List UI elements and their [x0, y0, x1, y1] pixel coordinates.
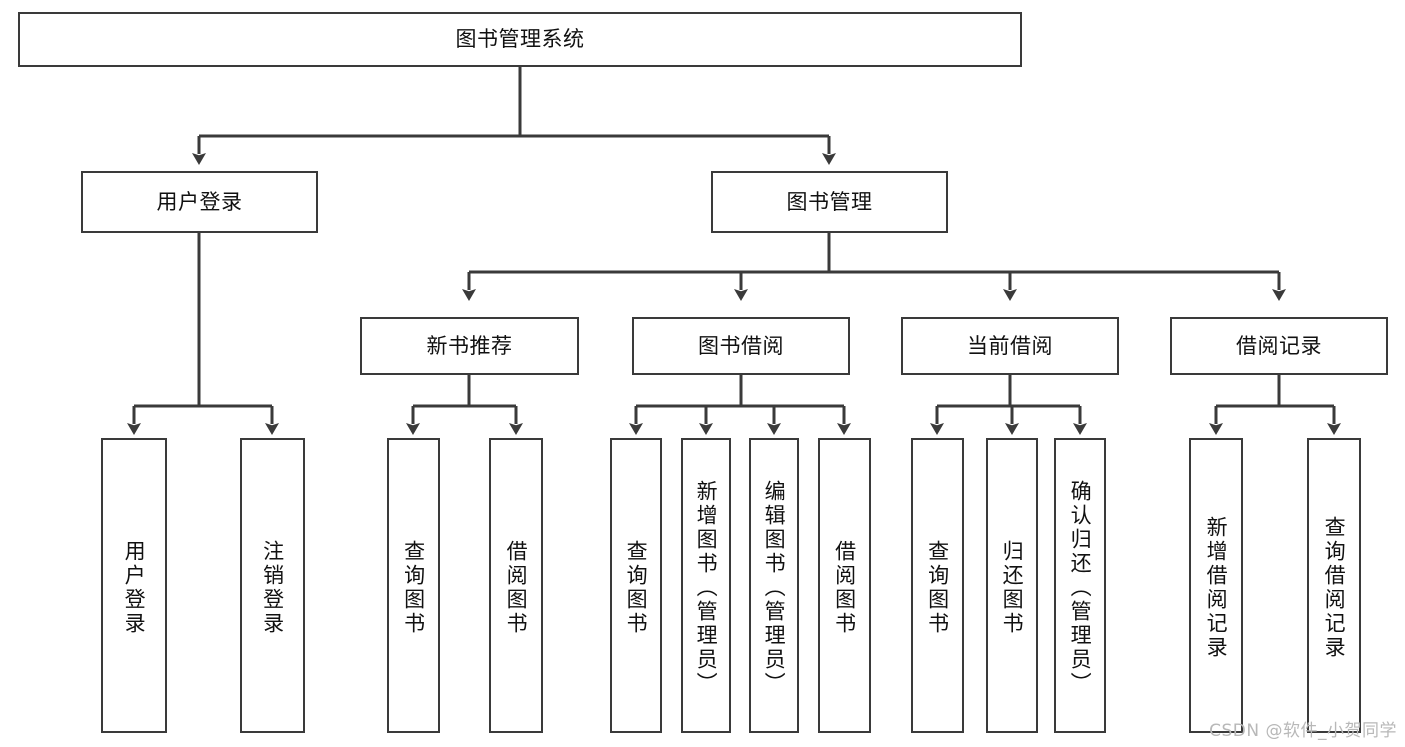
node-new-book-rec-label: 新书推荐 — [426, 333, 513, 358]
node-book-borrow[interactable]: 图书借阅 — [632, 317, 850, 375]
node-leaf-query-book-cur-label: 查询图书 — [925, 539, 950, 636]
node-leaf-query-book-bor-label: 查询图书 — [624, 539, 649, 636]
node-book-manage-label: 图书管理 — [786, 189, 873, 214]
node-user-login[interactable]: 用户登录 — [81, 171, 318, 233]
node-leaf-add-book-label: 新增图书（管理员） — [694, 479, 719, 696]
node-leaf-borrow-book-bor-label: 借阅图书 — [832, 539, 857, 636]
node-leaf-return-book-label: 归还图书 — [1000, 539, 1025, 636]
node-leaf-confirm-return[interactable]: 确认归还（管理员） — [1054, 438, 1106, 733]
node-leaf-query-record-label: 查询借阅记录 — [1322, 515, 1347, 660]
node-leaf-edit-book-label: 编辑图书（管理员） — [762, 479, 787, 696]
node-leaf-add-record[interactable]: 新增借阅记录 — [1189, 438, 1243, 733]
node-leaf-borrow-book-bor[interactable]: 借阅图书 — [818, 438, 871, 733]
node-leaf-query-record[interactable]: 查询借阅记录 — [1307, 438, 1361, 733]
node-current-borrow-label: 当前借阅 — [967, 333, 1053, 358]
node-root[interactable]: 图书管理系统 — [18, 12, 1022, 67]
node-current-borrow[interactable]: 当前借阅 — [901, 317, 1119, 375]
node-leaf-query-book-bor[interactable]: 查询图书 — [610, 438, 662, 733]
node-leaf-user-logout[interactable]: 注销登录 — [240, 438, 305, 733]
node-leaf-add-record-label: 新增借阅记录 — [1204, 515, 1229, 660]
node-leaf-confirm-return-label: 确认归还（管理员） — [1068, 479, 1093, 696]
node-user-login-label: 用户登录 — [156, 189, 243, 214]
node-leaf-edit-book[interactable]: 编辑图书（管理员） — [749, 438, 799, 733]
node-leaf-return-book[interactable]: 归还图书 — [986, 438, 1038, 733]
node-leaf-query-book-cur[interactable]: 查询图书 — [911, 438, 964, 733]
node-borrow-record-label: 借阅记录 — [1236, 333, 1322, 358]
node-leaf-user-logout-label: 注销登录 — [260, 539, 285, 636]
node-leaf-query-book-rec[interactable]: 查询图书 — [387, 438, 440, 733]
node-leaf-user-login-label: 用户登录 — [122, 539, 147, 636]
node-book-borrow-label: 图书借阅 — [698, 333, 784, 358]
node-book-manage[interactable]: 图书管理 — [711, 171, 948, 233]
node-leaf-user-login[interactable]: 用户登录 — [101, 438, 167, 733]
node-root-label: 图书管理系统 — [455, 27, 585, 52]
node-leaf-borrow-book-rec[interactable]: 借阅图书 — [489, 438, 543, 733]
node-new-book-rec[interactable]: 新书推荐 — [360, 317, 579, 375]
watermark: CSDN @软件_小贺同学 — [1209, 721, 1397, 741]
node-leaf-add-book[interactable]: 新增图书（管理员） — [681, 438, 731, 733]
node-borrow-record[interactable]: 借阅记录 — [1170, 317, 1388, 375]
node-leaf-borrow-book-rec-label: 借阅图书 — [504, 539, 529, 636]
node-leaf-query-book-rec-label: 查询图书 — [401, 539, 426, 636]
